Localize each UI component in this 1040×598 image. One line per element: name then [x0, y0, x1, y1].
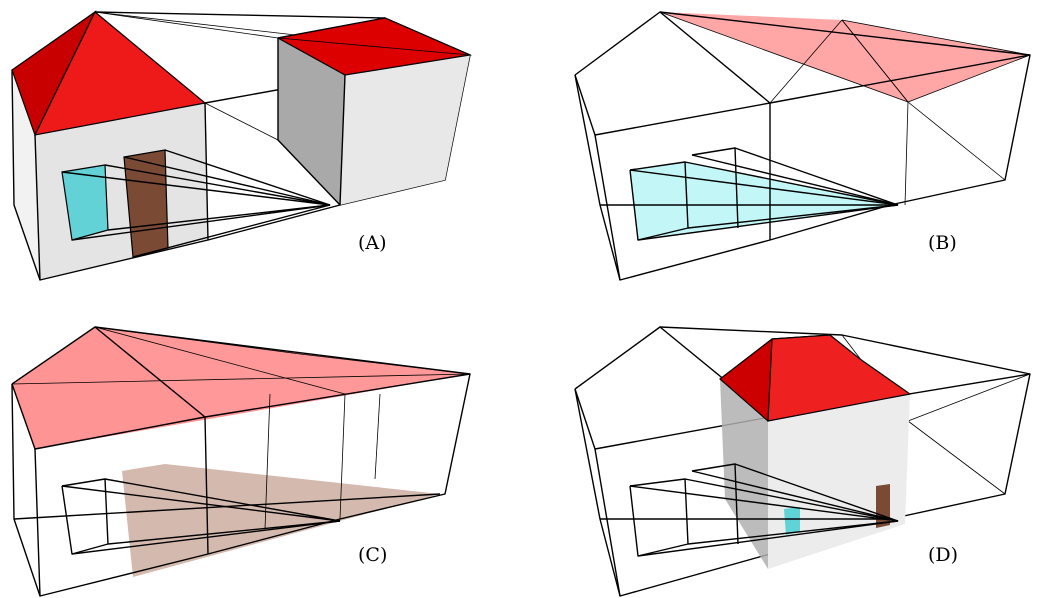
back-side-wall: [340, 55, 470, 205]
inner-roof-front: [767, 334, 912, 422]
house-diagram-b: [574, 11, 1031, 281]
back-wall: [278, 38, 345, 205]
side-wall: [12, 70, 40, 280]
door-plane: [122, 464, 440, 577]
caption-b: (B): [928, 232, 957, 254]
roof-plane-back: [95, 327, 470, 417]
window-plane: [630, 162, 898, 240]
panel-b: (B): [520, 0, 1040, 299]
caption-d: (D): [928, 544, 959, 566]
panel-a: (A): [0, 0, 520, 299]
caption-a: (A): [358, 232, 387, 254]
inner-front-wall: [768, 394, 910, 569]
house-diagram-a: [11, 10, 473, 281]
inner-door: [876, 484, 890, 528]
inner-side-wall: [720, 379, 768, 569]
panel-c: (C): [0, 299, 520, 598]
panel-d: (D): [520, 299, 1040, 598]
house-diagram-d: [574, 326, 1031, 597]
caption-c: (C): [358, 544, 388, 566]
house-diagram-c: [11, 326, 471, 597]
inner-window: [784, 507, 800, 535]
roof-front: [33, 11, 207, 136]
roof-plane: [660, 12, 1030, 102]
